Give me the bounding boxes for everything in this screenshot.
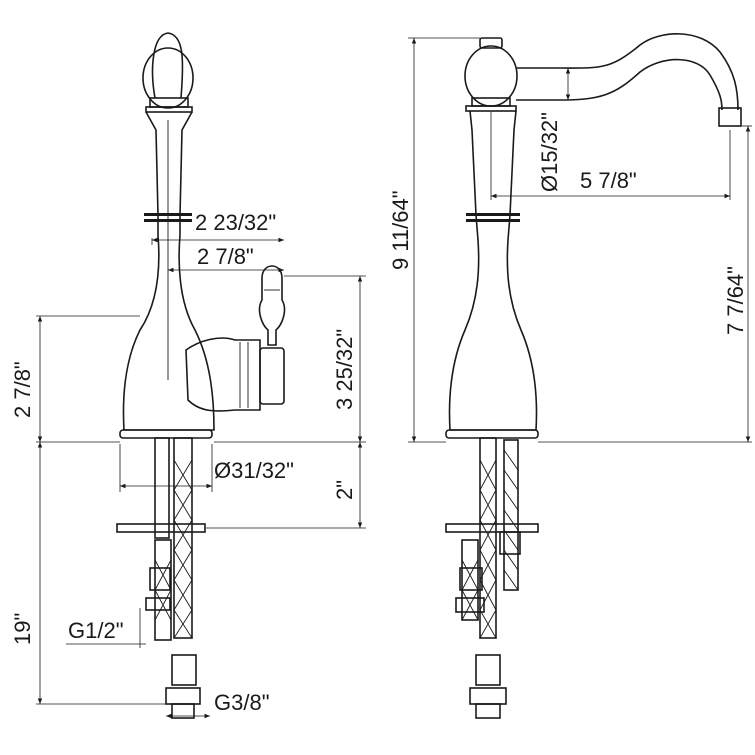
band-2 bbox=[144, 219, 192, 222]
hose-braid-1 bbox=[479, 459, 497, 639]
fitting-nut-1 bbox=[149, 567, 171, 591]
fitting-nut-1 bbox=[459, 567, 483, 591]
knob-ring bbox=[145, 106, 193, 113]
top-knob bbox=[142, 47, 194, 109]
handle-body bbox=[185, 337, 261, 412]
band-2 bbox=[466, 219, 520, 222]
hose-braid-2 bbox=[461, 559, 479, 621]
band-1 bbox=[144, 213, 192, 216]
label-handle-offset: 2 7/8" bbox=[197, 244, 254, 269]
spout-arm-top bbox=[516, 33, 739, 111]
supply-connector bbox=[165, 687, 201, 705]
supply-connector bbox=[469, 687, 507, 705]
shank bbox=[154, 437, 170, 539]
label-lever-height: 3 25/32" bbox=[332, 329, 357, 410]
label-inlet-thread: G1/2" bbox=[68, 618, 124, 643]
hose-braid-1 bbox=[173, 459, 193, 639]
top-cap bbox=[479, 37, 503, 49]
right-view-dimensions: 9 11/64" 7 7/64" Ø15/32" 5 7/8" bbox=[388, 37, 752, 443]
spout-arm-bottom bbox=[516, 58, 723, 111]
label-base-diameter: Ø31/32" bbox=[214, 458, 294, 483]
hose-right-1 bbox=[479, 437, 497, 639]
handle-cap bbox=[259, 347, 285, 405]
band-1 bbox=[466, 213, 520, 216]
mounting-plate bbox=[445, 523, 539, 533]
column-body bbox=[448, 110, 538, 431]
label-spout-height: 7 7/64" bbox=[723, 266, 748, 335]
hose-left-1 bbox=[173, 437, 193, 639]
hose-right-2 bbox=[461, 539, 479, 621]
label-aerator-diameter: Ø15/32" bbox=[537, 112, 562, 192]
label-handle-offset-total: 2 23/32" bbox=[195, 210, 276, 235]
lever-knob bbox=[258, 265, 286, 346]
label-shank: 2" bbox=[332, 480, 357, 500]
side-bracket bbox=[503, 439, 519, 591]
base-plate bbox=[119, 429, 213, 439]
bracket-hatch bbox=[503, 449, 519, 591]
label-spout-reach: 5 7/8" bbox=[580, 168, 637, 193]
knob-ring bbox=[465, 105, 517, 112]
right-view-faucet bbox=[445, 33, 742, 719]
label-supply-thread: G3/8" bbox=[214, 690, 270, 715]
hose-braid-2 bbox=[154, 559, 172, 621]
label-base-to-lever: 2 7/8" bbox=[10, 361, 35, 418]
aerator bbox=[718, 107, 742, 127]
left-view-dimensions: 2 23/32" 2 7/8" 3 25/32" 2 7/8" Ø31/32" … bbox=[10, 210, 366, 719]
supply-nut bbox=[171, 654, 197, 686]
spout-body bbox=[122, 111, 215, 431]
supply-nut bbox=[475, 654, 501, 686]
base-plate bbox=[445, 429, 539, 439]
left-view-faucet bbox=[116, 32, 286, 719]
fitting-nut-2 bbox=[145, 597, 171, 611]
label-hose-length: 19" bbox=[10, 613, 35, 645]
top-knob bbox=[464, 45, 518, 107]
supply-end bbox=[475, 703, 501, 719]
mounting-plate bbox=[116, 523, 206, 533]
label-overall-height: 9 11/64" bbox=[388, 190, 413, 270]
fitting-nut-2 bbox=[455, 597, 485, 613]
top-handle-loop bbox=[151, 32, 184, 99]
plate-nut bbox=[499, 531, 521, 555]
